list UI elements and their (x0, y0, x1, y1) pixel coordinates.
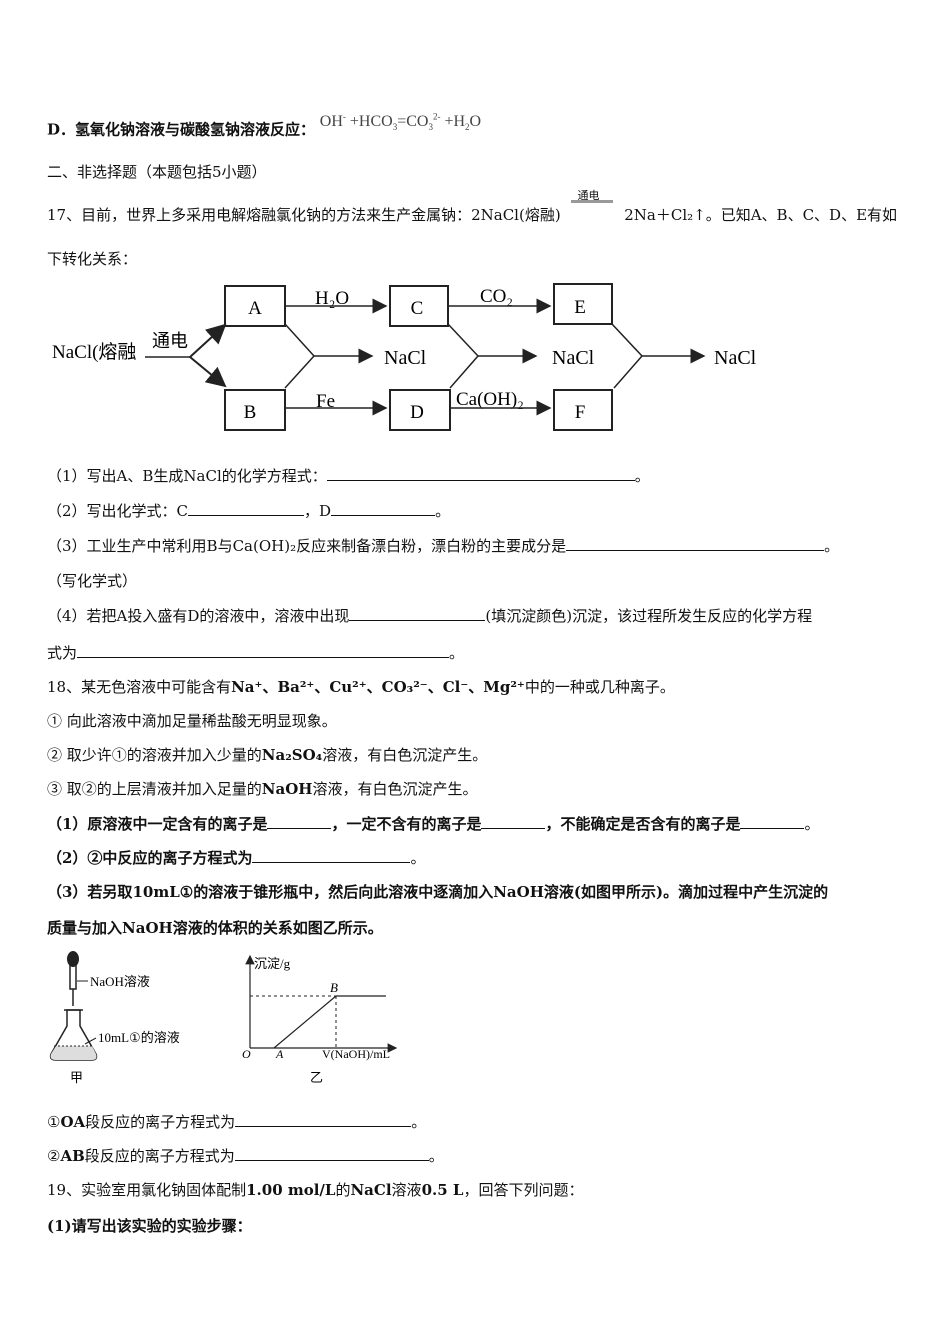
q19-part1: (1)请写出该实验的实验步骤： (47, 1217, 252, 1235)
electrolysis-arrow: 通电 (571, 189, 614, 220)
q18-step1: ① 向此溶液中滴加足量稀盐酸无明显现象。 (47, 712, 337, 730)
point-b-label: B (330, 980, 338, 995)
q19-intro: 19、实验室用氯化钠固体配制1.00 mol/L的NaCl溶液0.5 L，回答下… (47, 1181, 584, 1199)
box-f (553, 389, 613, 431)
q17-part1: （1）写出A、B生成NaCl的化学方程式：。 (47, 467, 650, 485)
q17-flow-diagram: NaCl(熔融 通电 A B H₂O Fe NaCl C D CO₂ Ca(OH… (52, 283, 757, 431)
reagent-h2o: H₂O (315, 288, 349, 309)
box-e-label: E (574, 297, 586, 318)
reagent-caoh2: Ca(OH)₂ (456, 389, 524, 410)
q18-step3: ③ 取②的上层清液并加入足量的NaOH溶液，有白色沉淀产生。 (47, 780, 478, 798)
figure-jia-apparatus: NaOH溶液 10mL①的溶液 甲 (49, 951, 180, 1085)
q18-step2: ② 取少许①的溶液并加入少量的Na₂SO₄溶液，有白色沉淀产生。 (47, 746, 488, 764)
box-a-label: A (248, 298, 262, 319)
reagent-co2: CO₂ (480, 286, 513, 307)
option-d-label: D．氢氧化钠溶液与碳酸氢钠溶液反应： (47, 120, 316, 139)
y-axis-label: 沉淀/g (254, 956, 291, 971)
label-flask: 10mL①的溶液 (98, 1030, 180, 1045)
box-b (224, 389, 286, 431)
q18-ab: ②AB段反应的离子方程式为。 (47, 1147, 444, 1165)
box-d (389, 389, 451, 431)
figure-yi-graph: 沉淀/g B O A V(NaOH)/mL 乙 (242, 954, 398, 1085)
box-e (553, 283, 613, 325)
q17-part4: （4）若把A投入盛有D的溶液中，溶液中出现(填沉淀颜色)沉淀，该过程所发生反应的… (47, 607, 813, 625)
q17-part3: （3）工业生产中常利用B与Ca(OH)₂反应来制备漂白粉，漂白粉的主要成分是。 (47, 537, 840, 555)
box-f-label: F (575, 402, 586, 423)
x-axis-label: V(NaOH)/mL (322, 1047, 390, 1061)
product-nacl-2: NaCl (552, 347, 595, 369)
box-b-label: B (244, 402, 257, 423)
q18-intro: 18、某无色溶液中可能含有Na⁺、Ba²⁺、Cu²⁺、CO₃²⁻、Cl⁻、Mg²… (47, 678, 675, 696)
q17-intro-cont: 下转化关系： (47, 250, 138, 268)
option-d-equation: OH- +HCO3=CO32- +H2O (319, 112, 482, 133)
origin-label: O (242, 1047, 251, 1061)
q18-part3-cont: 质量与加入NaOH溶液的体积的关系如图乙所示。 (47, 919, 383, 937)
q17-intro: 17、目前，世界上多采用电解熔融氯化钠的方法来生产金属钠：2NaCl(熔融) 通… (47, 189, 898, 224)
q18-part1: （1）原溶液中一定含有的离子是，一定不含有的离子是，不能确定是否含有的离子是。 (47, 815, 820, 833)
box-c-label: C (411, 298, 424, 319)
point-a-label: A (275, 1047, 284, 1061)
box-d-label: D (410, 402, 424, 423)
q17-part3-note: （写化学式） (47, 572, 138, 590)
option-d: D．氢氧化钠溶液与碳酸氢钠溶液反应： OH- +HCO3=CO32- +H2O (47, 112, 482, 146)
q17-part4-cont: 式为。 (47, 644, 465, 662)
q18-part2: （2）②中反应的离子方程式为。 (47, 849, 426, 867)
start-label: NaCl(熔融 (52, 341, 136, 363)
q18-part3: （3）若另取10mL①的溶液于锥形瓶中，然后向此溶液中逐滴加入NaOH溶液(如图… (47, 883, 829, 901)
product-nacl-3: NaCl (714, 347, 757, 369)
start-arrow-label: 通电 (152, 331, 188, 351)
section-heading: 二、非选择题（本题包括5小题） (47, 163, 267, 181)
reagent-fe: Fe (316, 391, 335, 412)
label-naoh: NaOH溶液 (90, 974, 150, 989)
caption-jia: 甲 (70, 1070, 83, 1085)
product-nacl-1: NaCl (384, 347, 427, 369)
q18-oa: ①OA段反应的离子方程式为。 (47, 1113, 427, 1131)
caption-yi: 乙 (310, 1070, 323, 1085)
q17-part2: （2）写出化学式：C，D。 (47, 502, 451, 520)
